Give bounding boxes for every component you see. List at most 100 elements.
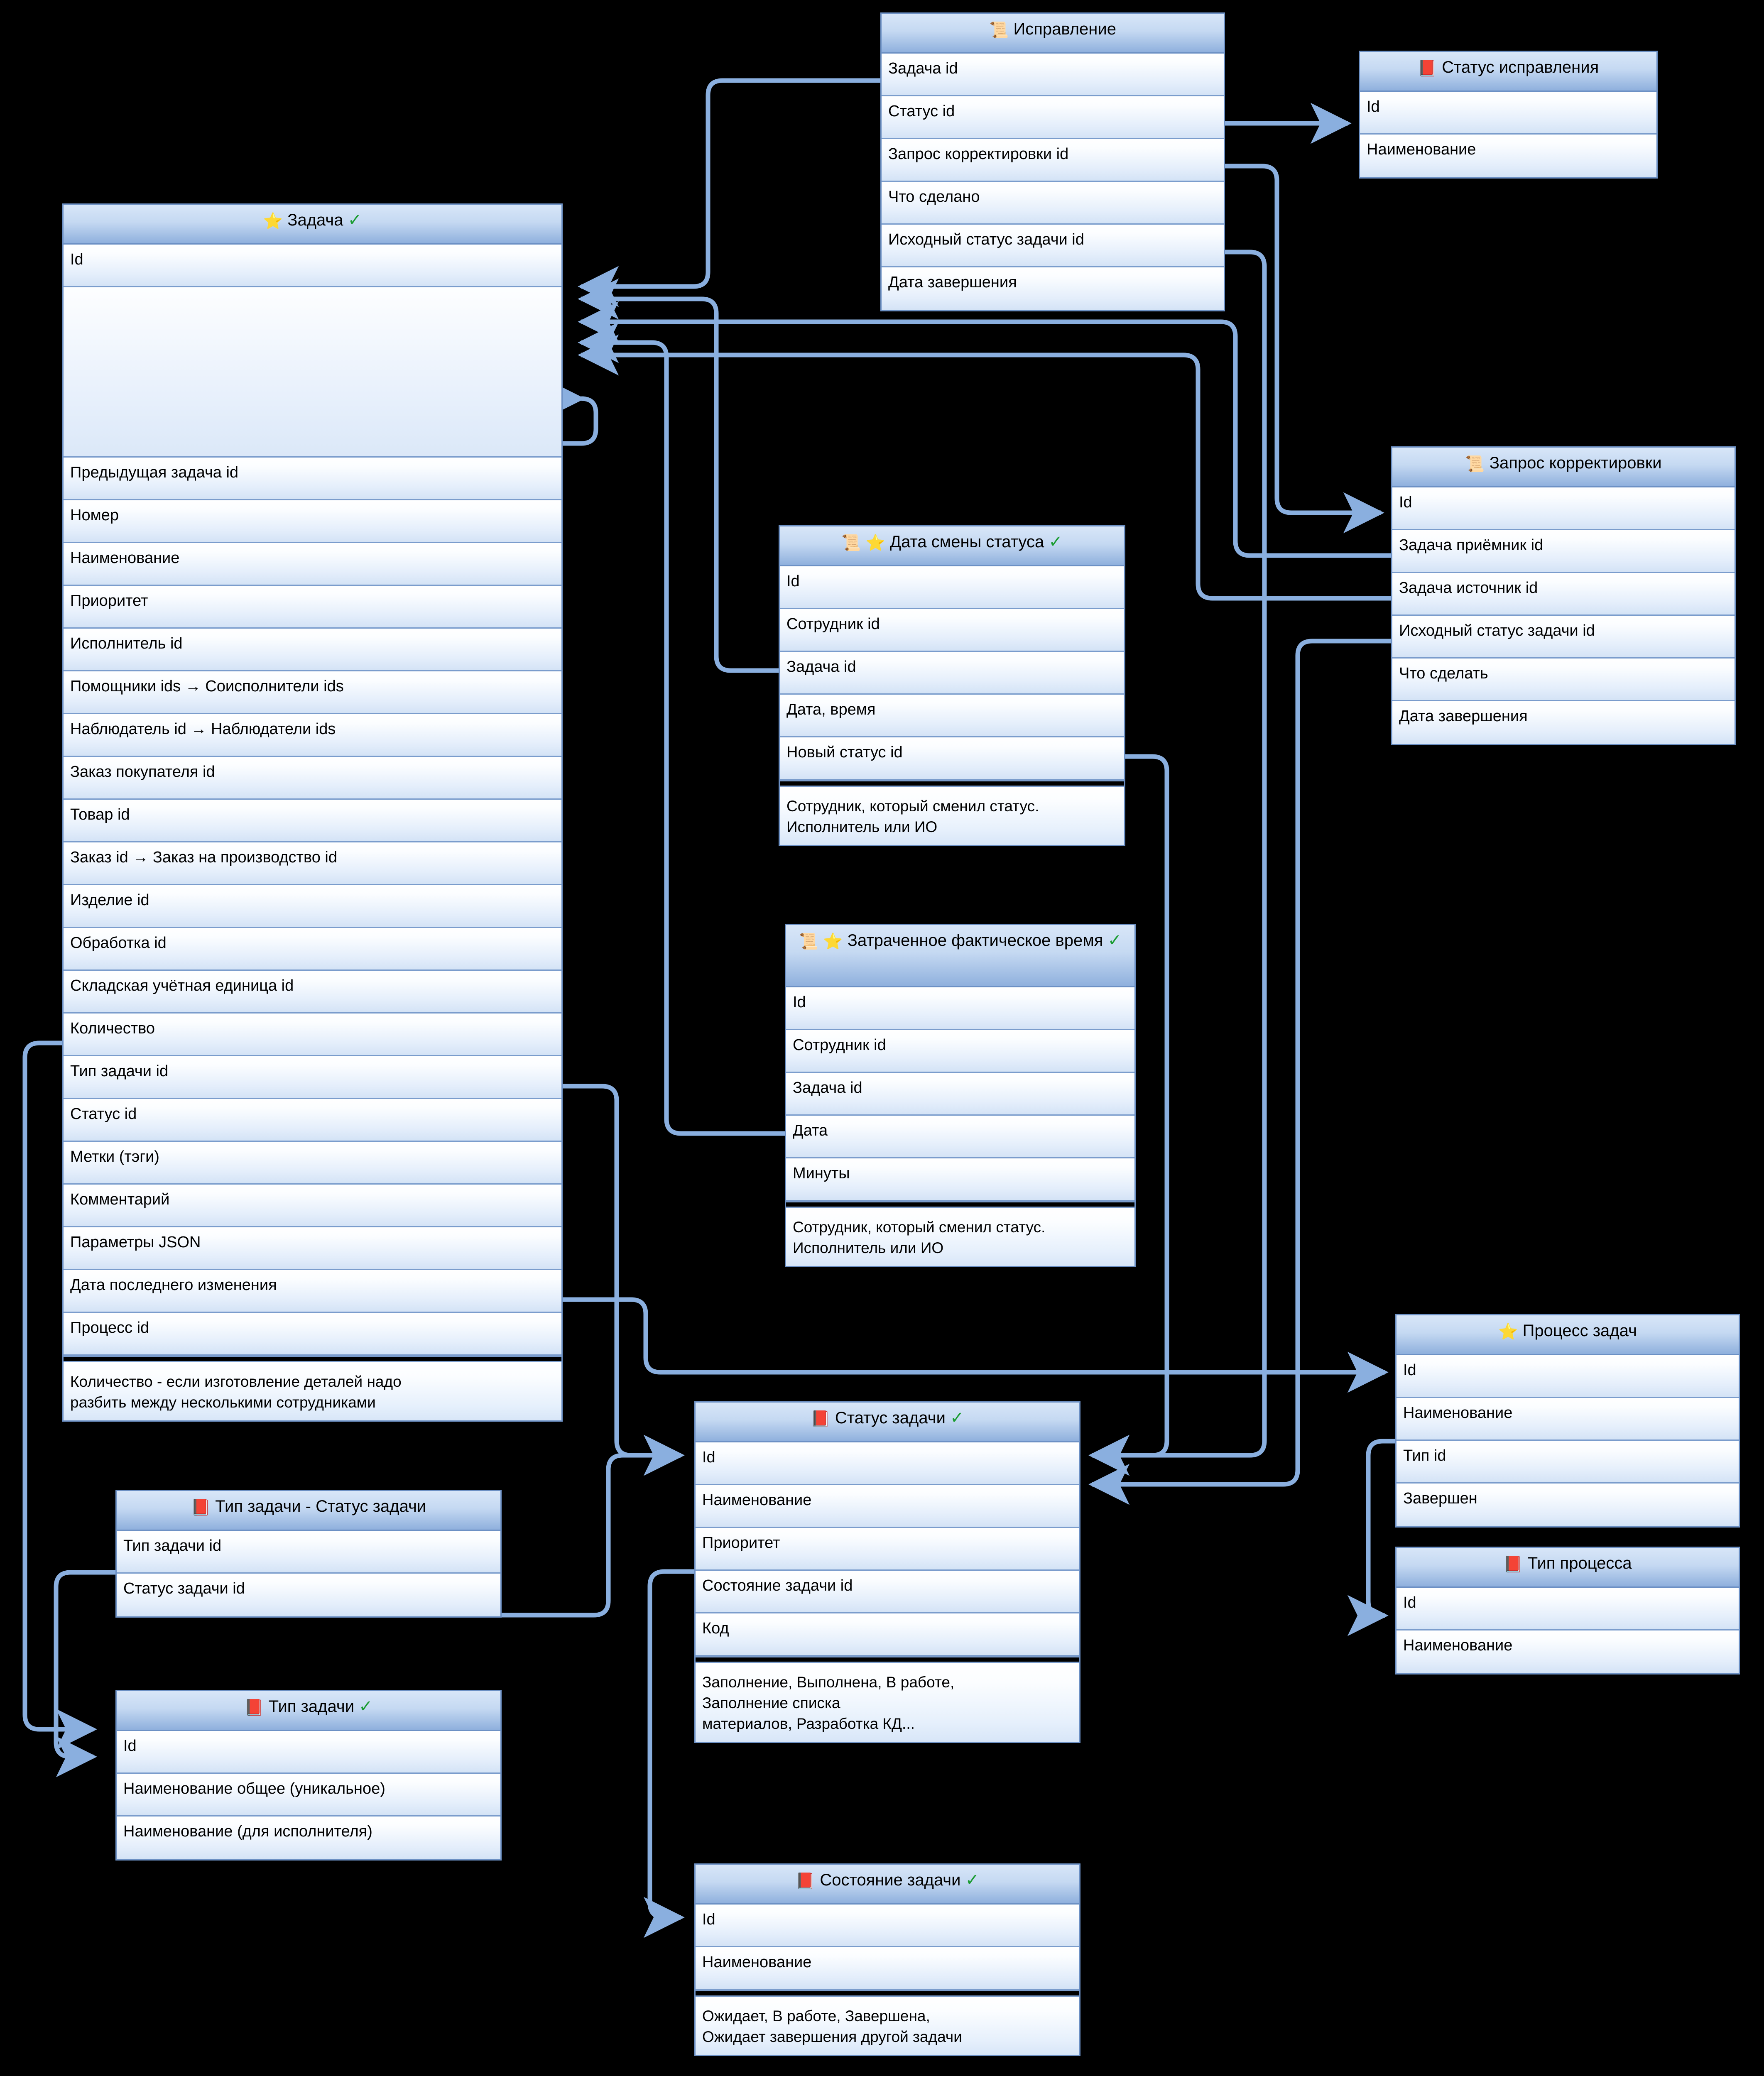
field-row[interactable]: Задача id [786, 1073, 1134, 1116]
field-row[interactable]: Заказ покупателя id [64, 757, 561, 800]
field-row[interactable]: Новый статус id [780, 737, 1124, 780]
field-row[interactable]: Складская учётная единица id [64, 971, 561, 1014]
field-label: Обработка id [70, 934, 167, 952]
field-row[interactable]: Состояние задачи id [696, 1571, 1079, 1613]
field-row[interactable]: Процесс id [64, 1313, 561, 1356]
field-label: Дата, время [786, 701, 876, 718]
field-row[interactable]: Исходный статус задачи id [882, 225, 1224, 267]
field-row[interactable]: Наименование [1360, 135, 1656, 177]
field-label: Наименование [70, 549, 180, 567]
entity-title: Исправление [1013, 20, 1116, 38]
field-row[interactable]: Что сделать [1392, 659, 1735, 701]
field-row[interactable]: Задача приёмник id [1392, 530, 1735, 573]
field-row[interactable]: Помощники ids → Соисполнители ids [64, 671, 561, 714]
field-row[interactable]: Код [696, 1613, 1079, 1656]
field-label: Количество [70, 1020, 155, 1037]
field-row[interactable]: Статус id [64, 1099, 561, 1142]
entity-header-tip-zadachi: 📕 Тип задачи ✓ [117, 1691, 500, 1731]
note-separator [696, 1656, 1079, 1663]
field-row[interactable]: Сотрудник id [780, 609, 1124, 652]
field-label: Задача id [793, 1079, 862, 1097]
field-row[interactable]: Статус id [882, 96, 1224, 139]
field-row[interactable]: Дата завершения [1392, 701, 1735, 744]
field-row[interactable]: Запрос корректировки id [882, 139, 1224, 182]
field-row[interactable]: Что сделано [882, 182, 1224, 225]
star-icon: ⭐ [865, 534, 885, 552]
field-row[interactable]: Сотрудник id [786, 1030, 1134, 1073]
field-row[interactable]: Тип задачи id [64, 1056, 561, 1099]
field-label: Наименование [702, 1954, 812, 1971]
field-row[interactable]: Метки (тэги) [64, 1142, 561, 1185]
field-row[interactable]: Id [1396, 1588, 1739, 1630]
field-row[interactable]: Id [64, 245, 561, 287]
field-row[interactable]: Id [117, 1731, 500, 1774]
field-row[interactable]: Исполнитель id [64, 629, 561, 671]
field-row[interactable]: Тип задачи id [117, 1531, 500, 1574]
field-row[interactable]: Id [1360, 92, 1656, 135]
field-row[interactable]: Тип id [1396, 1441, 1739, 1484]
field-row[interactable]: Id [696, 1442, 1079, 1485]
field-row[interactable]: Id [1392, 487, 1735, 530]
field-row[interactable]: Id [786, 987, 1134, 1030]
field-row[interactable]: Приоритет [696, 1528, 1079, 1571]
field-row[interactable]: Id [696, 1905, 1079, 1947]
field-row[interactable]: Параметры JSON [64, 1227, 561, 1270]
field-row[interactable]: Наименование (для исполнителя) [117, 1816, 500, 1859]
field-row[interactable]: Минуты [786, 1158, 1134, 1201]
field-row[interactable]: Приоритет [64, 586, 561, 629]
field-row[interactable]: Наименование общее (уникальное) [117, 1774, 500, 1816]
field-row[interactable]: Обработка id [64, 928, 561, 971]
field-label: Дата [793, 1122, 828, 1139]
wire-tsz-tipzad [54, 1570, 115, 1777]
field-row[interactable]: Наименование [1396, 1630, 1739, 1673]
field-row[interactable]: Комментарий [64, 1185, 561, 1227]
wire-dss-zadacha [578, 278, 779, 673]
field-label: Сотрудник id [786, 615, 880, 633]
field-row[interactable]: Исходный статус задачи id [1392, 616, 1735, 659]
entity-title: Тип процесса [1527, 1554, 1632, 1572]
field-row[interactable]: Дата [786, 1116, 1134, 1158]
field-row[interactable]: Дата, время [780, 695, 1124, 737]
entity-header-tip-processa: 📕 Тип процесса [1396, 1548, 1739, 1588]
star-icon: ⭐ [1498, 1323, 1518, 1341]
field-row[interactable]: Наблюдатель id → Наблюдатели ids [64, 714, 561, 757]
field-label: Новый статус id [786, 744, 903, 761]
field-label: Задача приёмник id [1399, 536, 1544, 554]
field-row[interactable]: Наименование [64, 543, 561, 586]
field-label: Наименование [1403, 1637, 1513, 1654]
field-row[interactable]: Статус задачи id [117, 1574, 500, 1616]
field-row[interactable]: Дата последнего изменения [64, 1270, 561, 1313]
field-row[interactable]: Наименование [696, 1947, 1079, 1990]
field-row[interactable]: Наименование [696, 1485, 1079, 1528]
field-row[interactable]: Id [780, 566, 1124, 609]
field-row[interactable]: Дата завершения [882, 267, 1224, 310]
field-row[interactable]: Задача id [780, 652, 1124, 695]
field-row[interactable]: Заказ id → Заказ на производство id [64, 842, 561, 885]
field-row[interactable]: Изделие id [64, 885, 561, 928]
field-row[interactable]: Номер [64, 500, 561, 543]
field-row[interactable]: Наименование [1396, 1398, 1739, 1441]
entity-title: Статус задачи [835, 1409, 946, 1427]
field-label: Исходный статус задачи id [1399, 622, 1595, 639]
field-row[interactable]: Задача источник id [1392, 573, 1735, 616]
field-label: Приоритет [70, 592, 148, 610]
field-row[interactable]: Товар id [64, 800, 561, 842]
field-row[interactable]: Количество [64, 1014, 561, 1056]
field-row[interactable]: Id [1396, 1355, 1739, 1398]
field-row[interactable]: Предыдущая задача id [64, 458, 561, 500]
field-row[interactable]: Завершен [1396, 1484, 1739, 1526]
entity-note: Количество - если изготовление деталей н… [64, 1362, 561, 1420]
field-row[interactable]: Задача id [882, 54, 1224, 96]
